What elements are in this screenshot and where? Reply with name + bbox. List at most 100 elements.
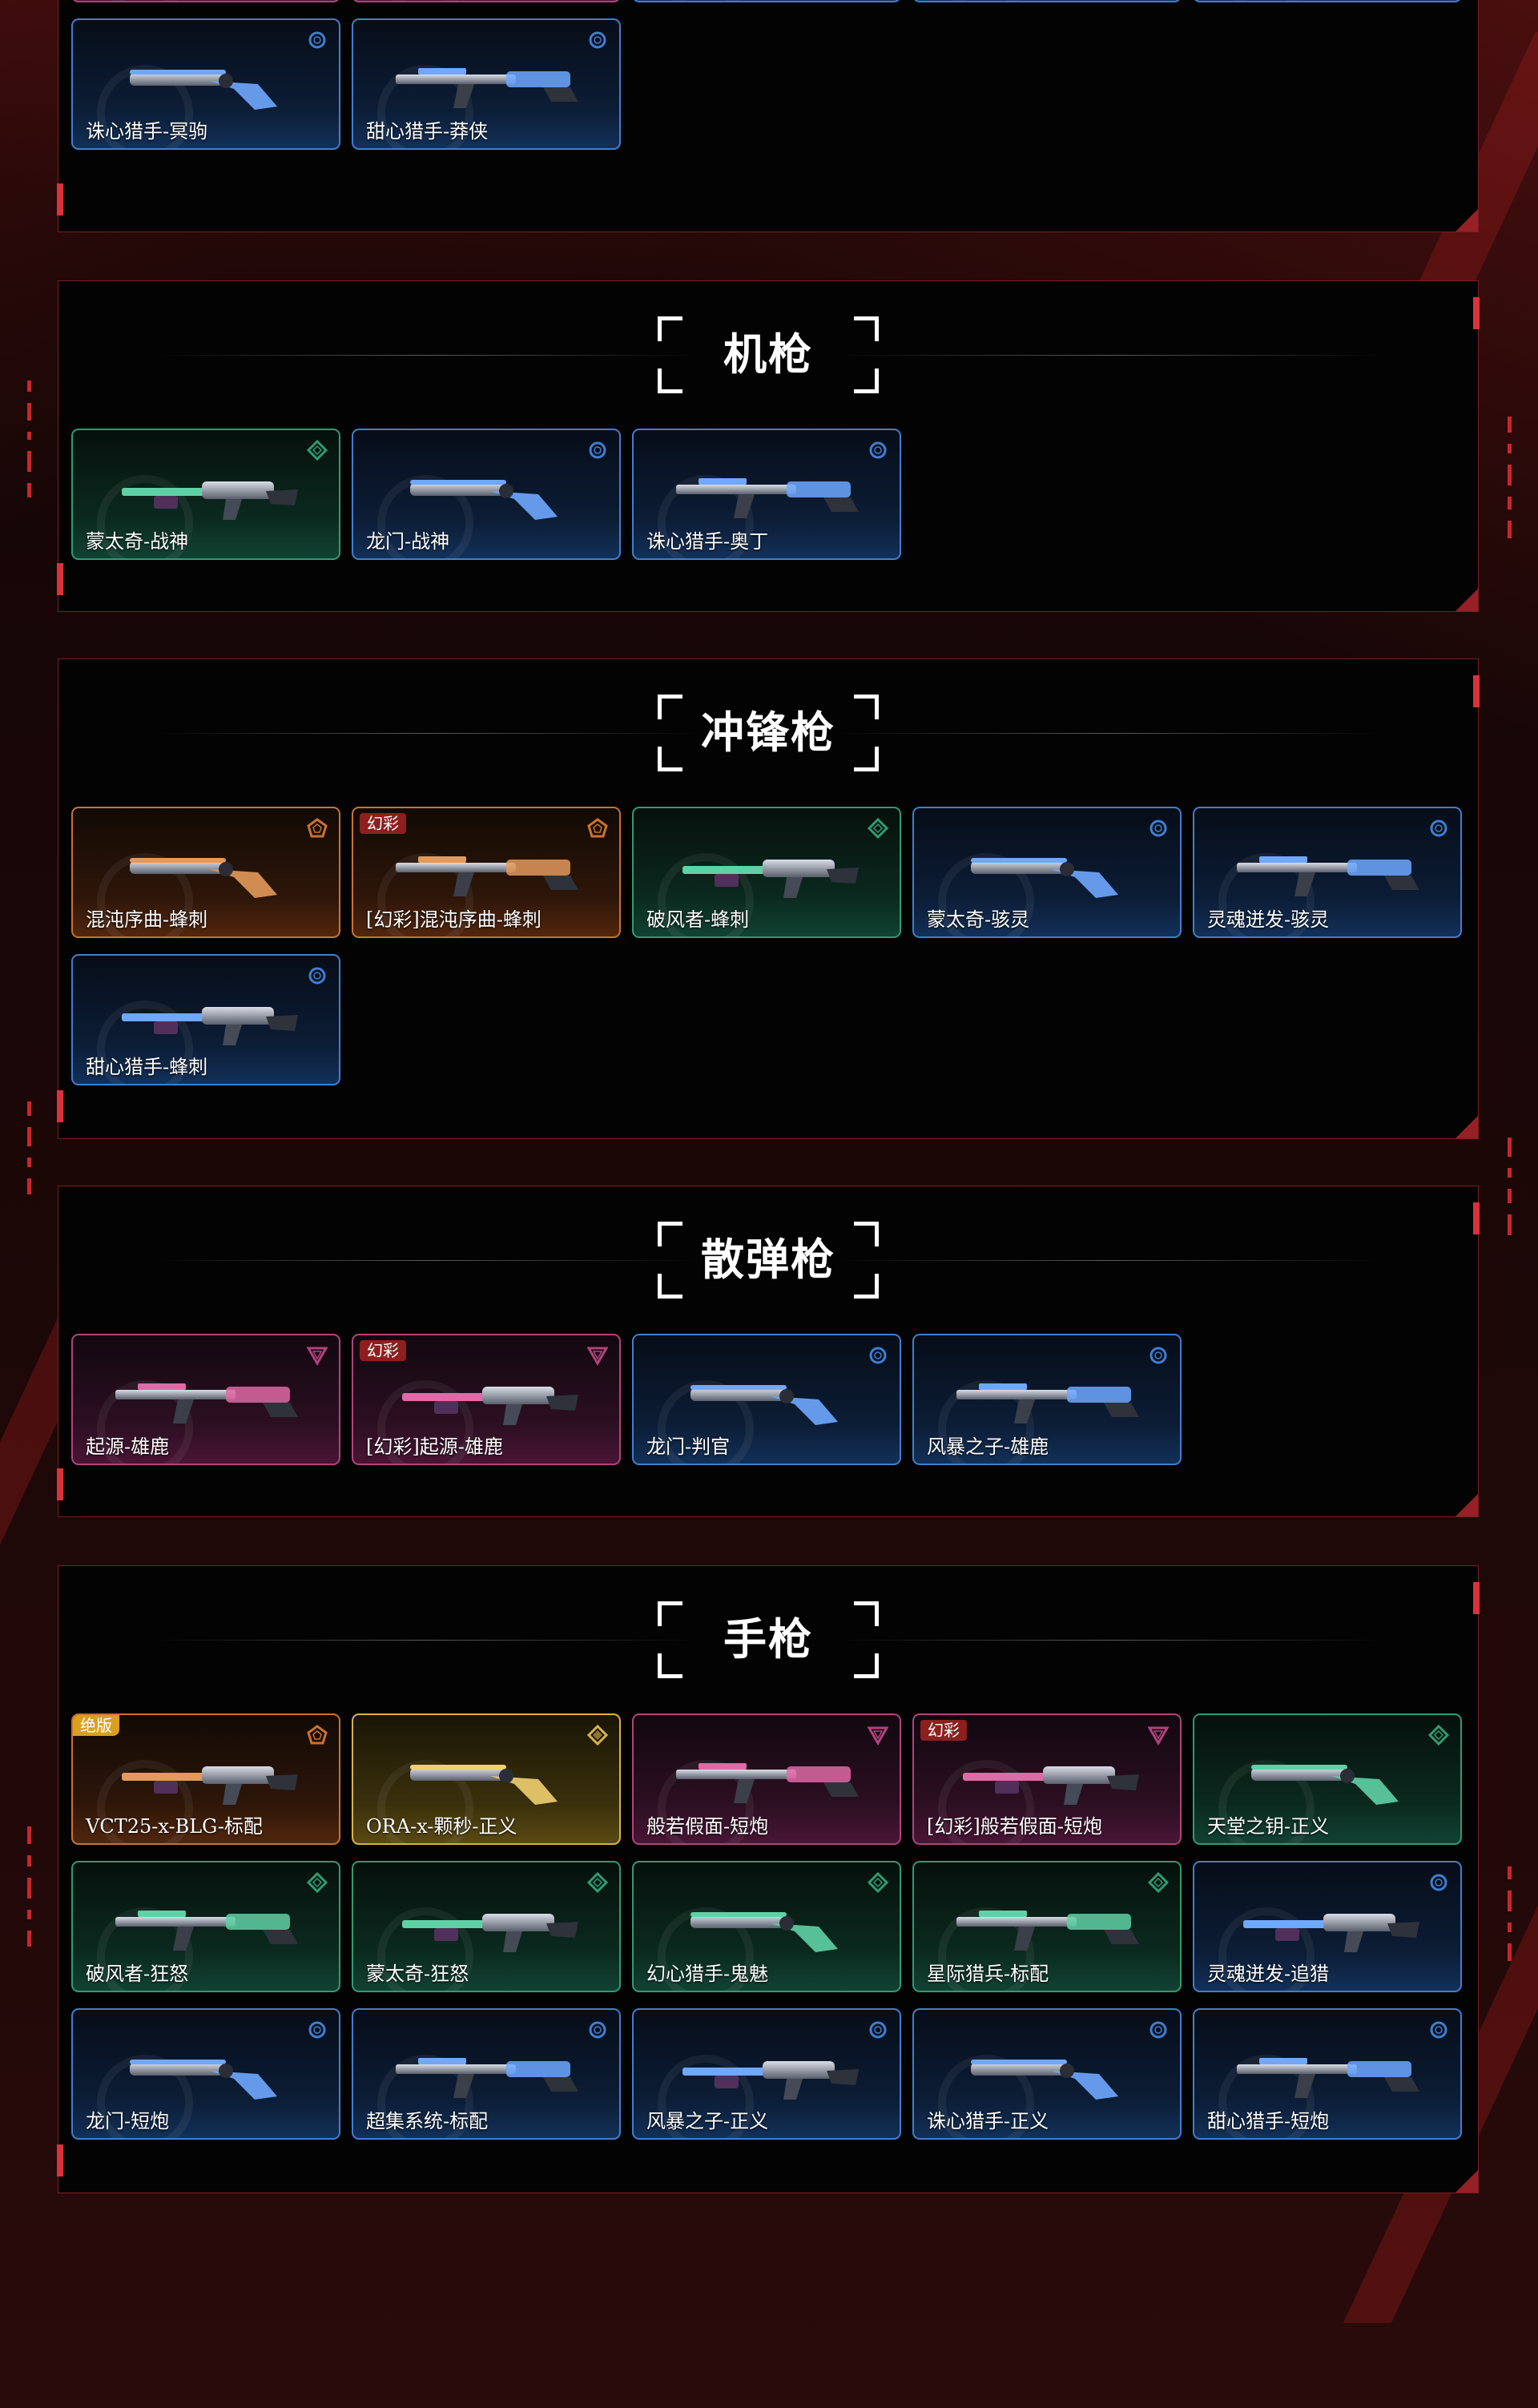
tier-watermark — [658, 853, 754, 936]
skin-name: 星际猎兵-标配 — [927, 1963, 1049, 1985]
skin-card[interactable]: 甜心猎手-短炮 — [1193, 2008, 1462, 2140]
tier-watermark — [938, 2055, 1034, 2138]
skin-card[interactable]: 风暴之子-正义 — [632, 2008, 901, 2140]
tier-watermark — [97, 475, 193, 558]
skin-name: 龙门-判官 — [646, 1436, 731, 1458]
tier-watermark — [377, 1380, 473, 1464]
weapon-image — [1251, 1765, 1399, 1805]
tier-watermark — [97, 853, 193, 936]
skin-card[interactable]: 超集系统-标配 — [352, 2008, 621, 2140]
triangle-icon — [587, 1347, 608, 1366]
tier-watermark — [658, 0, 754, 1]
ring-icon — [589, 2021, 606, 2039]
section-title: 冲锋枪 — [701, 707, 835, 758]
skin-card[interactable]: ORA-x-颗秒-正义 — [352, 1713, 621, 1845]
skin-card[interactable]: 天堂之钥-正义 — [1193, 1713, 1462, 1845]
skin-tag: 幻彩 — [360, 1340, 406, 1361]
tier-watermark — [377, 475, 473, 558]
skin-name: 蒙太奇-骇灵 — [927, 908, 1030, 931]
diamond-icon — [868, 818, 888, 839]
skin-card[interactable]: 幻彩[幻彩]般若假面-短炮 — [912, 1713, 1182, 1845]
skin-card[interactable]: 起源-雄鹿 — [71, 1334, 340, 1465]
tier-watermark — [97, 1001, 193, 1084]
ring-icon — [589, 31, 606, 49]
tier-watermark — [1218, 1760, 1315, 1843]
tier-watermark — [1218, 1907, 1315, 1991]
skin-card[interactable]: 灵魂迸发-莽侠 — [632, 0, 901, 2]
skin-card[interactable]: 混沌序曲-蜂刺 — [71, 807, 340, 938]
skin-card[interactable]: 堕天遗武-冥驹 — [71, 0, 340, 2]
tier-watermark — [658, 2055, 754, 2138]
skin-card[interactable]: 风暴之子-雄鹿 — [912, 1334, 1182, 1465]
skin-card[interactable]: 诛心猎手-冥驹 — [71, 18, 340, 150]
skin-card[interactable]: 甜心猎手-蜂刺 — [71, 954, 340, 1085]
diamond-icon — [1148, 1872, 1169, 1893]
skin-name: 风暴之子-正义 — [646, 2110, 769, 2132]
skin-name: 破风者-蜂刺 — [646, 908, 750, 931]
skin-card[interactable]: 灵魂迸发-骇灵 — [1193, 807, 1462, 938]
skin-name: 灵魂迸发-追猎 — [1207, 1963, 1330, 1985]
skin-card[interactable]: 幻彩[幻彩]起源-雄鹿 — [352, 1334, 621, 1465]
skin-card[interactable]: [幻彩]堕天遗武-冥驹 — [352, 0, 621, 2]
skin-card[interactable]: 破风者-狂怒 — [71, 1861, 340, 1992]
skin-card[interactable]: 诛心猎手-奥丁 — [632, 429, 901, 560]
skin-name: 蒙太奇-战神 — [86, 530, 189, 553]
ring-icon — [589, 441, 606, 459]
skin-card[interactable]: 超集系统-飞将 — [1193, 0, 1462, 2]
right-deco-dashes — [1508, 417, 1512, 550]
skin-card[interactable]: 灵魂迸发-追猎 — [1193, 1861, 1462, 1992]
skin-card[interactable]: 般若假面-短炮 — [632, 1713, 901, 1845]
skin-card[interactable]: 龙门-判官 — [632, 1334, 901, 1465]
skin-card[interactable]: 龙门-战神 — [352, 429, 621, 560]
skin-card[interactable]: 星际猎兵-标配 — [912, 1861, 1182, 1992]
weapon-image — [122, 1007, 298, 1045]
weapon-image — [1243, 1914, 1419, 1952]
weapon-image — [676, 1763, 859, 1803]
left-deco-dashes — [27, 1101, 32, 1206]
triangle-icon — [307, 1347, 328, 1366]
section-smg: 冲锋枪 混沌序曲-蜂刺幻彩[幻彩]混沌序曲-蜂刺破风者-蜂刺 蒙太奇-骇灵 灵魂迸发… — [57, 658, 1480, 1139]
ring-icon — [1430, 819, 1447, 837]
skin-card[interactable]: 幻彩[幻彩]混沌序曲-蜂刺 — [352, 807, 621, 938]
ring-icon — [1430, 1874, 1447, 1891]
right-deco-dashes — [1508, 1866, 1512, 1972]
skin-name: 般若假面-短炮 — [646, 1815, 769, 1838]
skin-name: 龙门-战神 — [366, 530, 450, 553]
tier-watermark — [938, 853, 1034, 936]
weapon-image — [682, 2061, 859, 2100]
skin-card[interactable]: 龙门-短炮 — [71, 2008, 340, 2140]
weapon-image — [971, 858, 1118, 898]
skin-card[interactable]: 甜心猎手-莽侠 — [352, 18, 621, 150]
weapon-image — [402, 1387, 578, 1425]
pentagon-icon — [307, 1725, 328, 1745]
skin-card[interactable]: 蒙太奇-骇灵 — [912, 807, 1182, 938]
tier-watermark — [97, 0, 193, 1]
ring-icon — [1149, 2021, 1167, 2039]
ring-icon — [1149, 1347, 1167, 1364]
section-shotgun: 散弹枪 起源-雄鹿幻彩[幻彩]起源-雄鹿龙门-判官 风暴之子-雄鹿 — [57, 1186, 1480, 1517]
skin-name: 龙门-短炮 — [86, 2110, 170, 2132]
tier-watermark — [1218, 0, 1315, 1]
weapon-image — [122, 481, 298, 520]
weapon-image — [402, 1914, 578, 1952]
skin-card[interactable]: 蒙太奇-战神 — [71, 429, 340, 560]
tier-watermark — [97, 65, 193, 148]
weapon-image — [396, 856, 578, 896]
skin-name: [幻彩]混沌序曲-蜂刺 — [366, 908, 542, 931]
weapon-image — [396, 68, 578, 108]
section-title: 散弹枪 — [701, 1234, 835, 1285]
skin-card[interactable]: 诛心猎手-正义 — [912, 2008, 1182, 2140]
weapon-image — [690, 1385, 838, 1425]
skin-card[interactable]: 幻心猎手-鬼魅 — [632, 1861, 901, 1992]
section-title: 手枪 — [723, 1614, 813, 1665]
skin-card[interactable]: 蒙太奇-狂怒 — [352, 1861, 621, 1992]
section-header: 冲锋枪 — [58, 695, 1478, 771]
skin-name: 风暴之子-雄鹿 — [927, 1436, 1049, 1458]
skin-card[interactable]: 风暴之子-冥驹 — [912, 0, 1182, 2]
skin-card[interactable]: 破风者-蜂刺 — [632, 807, 901, 938]
tier-watermark — [97, 2055, 193, 2138]
skin-name: 天堂之钥-正义 — [1207, 1815, 1330, 1838]
weapon-image — [676, 478, 859, 518]
